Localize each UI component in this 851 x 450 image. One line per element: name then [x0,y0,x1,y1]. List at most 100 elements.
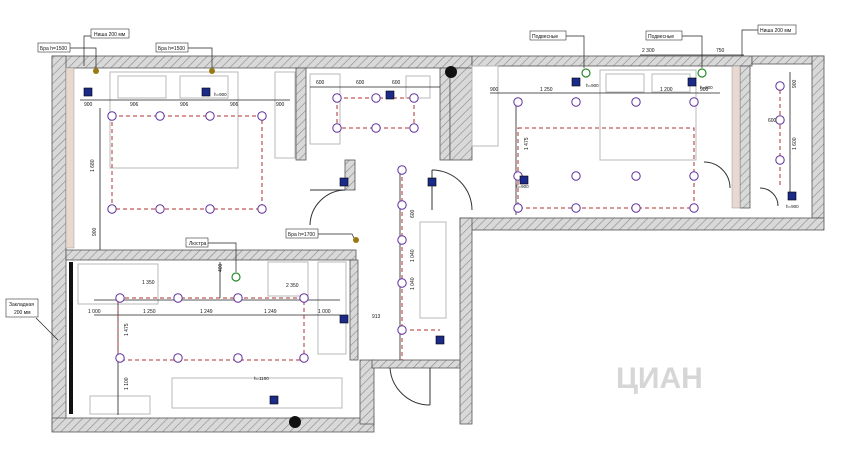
wall-switch-icon [427,177,437,187]
bra-wall-light-icon [93,68,99,74]
watermark-text: ЦИАН [616,362,703,395]
switch-height-label: h=900 [214,92,227,97]
dim-label: 900 [276,102,285,108]
ceiling-light-icon [689,97,699,107]
callout-bra-corridor: Бра h=1700 [288,232,315,238]
dim-label: 900 [84,102,93,108]
dim-label: 600 [316,80,325,86]
callout-niche-right: Ниша 200 мм [760,28,792,34]
wall-switch-icon [83,87,93,97]
switch-height-label: h=900 [586,83,599,88]
dim-label: 1 680 [90,159,96,172]
ceiling-light-icon [332,123,342,133]
ceiling-light-icon [299,353,309,363]
dim-label: 1 000 [318,309,331,315]
dim-label: 1 100 [124,377,130,390]
dim-label: 2 300 [642,48,655,54]
ceiling-light-icon [631,97,641,107]
dim-label: 1 475 [124,323,130,336]
ceiling-light-icon [233,353,243,363]
wall-switch-icon [519,175,529,185]
wall-switch-icon [435,335,445,345]
callout-bra-2: Бра h=1500 [158,46,185,52]
ceiling-light-icon [155,111,165,121]
ceiling-light-icon [631,171,641,181]
ceiling-light-icon [513,97,523,107]
dim-label: 600 [410,209,416,218]
callout-zakladnaya-size: 200 мм [14,310,31,316]
dim-label: 400 [218,263,224,272]
ceiling-light-icon [107,111,117,121]
ceiling-light-icon [689,171,699,181]
ceiling-light-icon [107,204,117,214]
switch-labels: h=900 h=900 h=900 h=900 h=900 h=1100 [214,83,799,381]
window-left [65,67,75,249]
dim-label: 906 [130,102,139,108]
ceiling-light-icon [571,97,581,107]
callouts: Ниша 200 мм Бра h=1500 Бра h=1500 Подвес… [5,24,797,318]
ceiling-light-icon [299,293,309,303]
ceiling-light-icon [409,123,419,133]
dim-label: 600 [392,80,401,86]
riser-dot [289,416,301,428]
dim-label: 600 [356,80,365,86]
ceiling-light-icon [775,115,785,125]
wall-switch-icon [339,177,349,187]
bra-corridor-light-icon [353,237,359,243]
bra-wall-light-icon [209,68,215,74]
ceiling-light-icon [775,81,785,91]
wall-switch-icon [201,87,211,97]
ceiling-light-icon [155,204,165,214]
ceiling-light-icon [257,111,267,121]
callout-lustra: Люстра [189,241,207,247]
ceiling-light-icon [115,353,125,363]
dim-label: 1 250 [540,87,553,93]
ceiling-light-icon [371,123,381,133]
switch-height-label: h=1100 [254,376,269,381]
ceiling-light-icon [397,325,407,335]
ceiling-light-icon [173,353,183,363]
dim-label: 1 250 [143,309,156,315]
dim-label: 900 [490,87,499,93]
dim-label: 750 [716,48,725,54]
wall-switch-icon [385,90,395,100]
ceiling-light-icon [397,200,407,210]
ceiling-light-icon [513,203,523,213]
ceiling-light-icon [397,278,407,288]
callout-zakladnaya: Закладная [9,302,34,308]
dim-label: 1 040 [410,249,416,262]
switch-height-label: h=900 [786,204,799,209]
dim-label: 906 [180,102,189,108]
riser-dot [445,66,457,78]
walls [51,55,825,433]
dim-label: 1 249 [200,309,213,315]
ceiling-light-icon [571,171,581,181]
wall-switch-icon [269,395,279,405]
dim-label: 906 [230,102,239,108]
ceiling-light-icon [332,93,342,103]
dim-label: 1 475 [524,137,530,150]
window-right [731,65,741,209]
ceiling-light-icon [397,235,407,245]
ceiling-light-icon [115,293,125,303]
ceiling-light-icon [397,165,407,175]
ceiling-light-icon [371,93,381,103]
pendant-light-icon [581,68,591,78]
switch-height-label: h=900 [516,184,529,189]
dim-label: 1 600 [792,137,798,150]
wall-switch-icon [787,191,797,201]
dimension-lines [80,54,791,415]
callout-niche-left: Ниша 200 мм [94,32,126,38]
ceiling-light-icon [205,204,215,214]
ceiling-light-icon [233,293,243,303]
dim-label: 2 350 [286,283,299,289]
callout-leaders [35,29,758,341]
dim-label: 913 [372,314,381,320]
ceiling-light-icon [257,204,267,214]
dim-label: 900 [700,87,709,93]
ceiling-light-icon [205,111,215,121]
dim-label: 1 200 [660,87,673,93]
ceiling-light-icon [631,203,641,213]
wall-switch-icon [571,77,581,87]
